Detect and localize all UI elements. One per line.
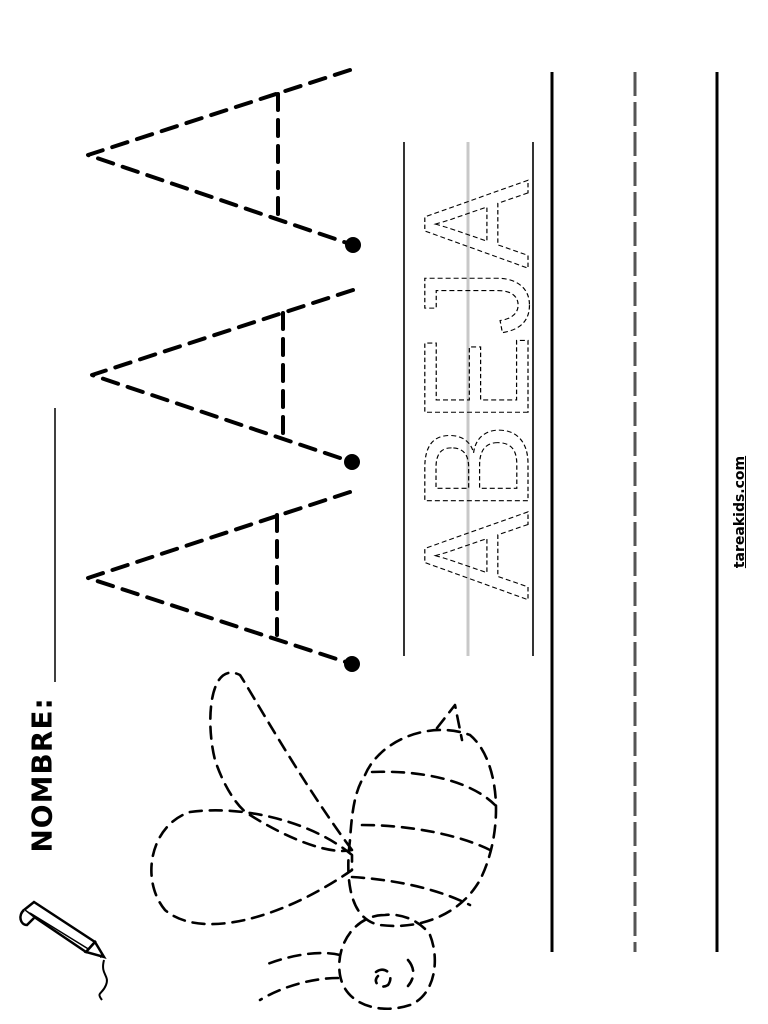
- traced-word: ABEJA: [391, 179, 560, 600]
- bee-outline: [150, 671, 498, 1010]
- start-dot: [344, 454, 360, 470]
- big-letter-a-3: [86, 490, 360, 672]
- name-label: NOMBRE:: [25, 697, 59, 853]
- website-link[interactable]: tareakids.com: [732, 455, 748, 569]
- start-dot: [345, 237, 361, 253]
- big-letter-a-1: [86, 68, 361, 253]
- start-dot: [344, 656, 360, 672]
- big-letter-a-2: [90, 288, 360, 470]
- pencil-icon: [19, 900, 108, 1001]
- word-abeja: ABEJA: [392, 180, 560, 600]
